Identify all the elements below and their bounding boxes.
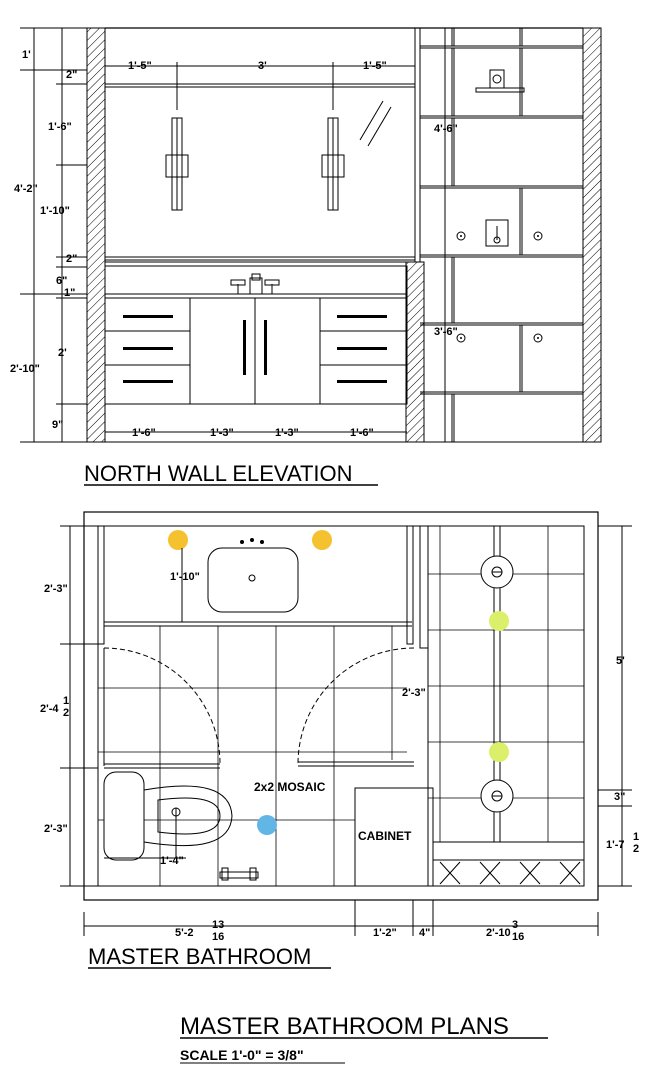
dim-fraction-den: 2 [63, 707, 69, 719]
dim-fraction-num: 1 [63, 695, 69, 707]
dim-label: 3" [614, 791, 625, 803]
ceiling-light-blue [257, 815, 277, 835]
plan-title: MASTER BATHROOM [88, 944, 311, 969]
dim-label: 1'-10" [170, 571, 200, 583]
shower [427, 526, 584, 886]
master-bathroom-plan: CABINET 2x2 MOSAIC [40, 511, 639, 969]
ceiling-light-yellow [312, 530, 332, 550]
plan-dims-left [60, 525, 98, 887]
dim-label: 4'-6" [434, 123, 458, 135]
dim-fraction-num: 13 [212, 919, 224, 931]
dim-label: 5'-2 [175, 927, 194, 939]
cabinet-label: CABINET [358, 829, 412, 843]
dim-label: 2" [66, 253, 77, 265]
dim-label: 2" [66, 69, 77, 81]
dim-fraction-num: 3 [512, 919, 518, 931]
dim-label: 1'-3" [210, 427, 234, 439]
wall-sconce-left [165, 62, 189, 211]
ceiling-light-green [489, 742, 509, 762]
vanity-cabinet [104, 297, 408, 405]
ceiling-light-yellow [168, 530, 188, 550]
plan-outer-wall [83, 511, 599, 901]
ceiling-light-green [489, 611, 509, 631]
dim-label: 1'-5" [128, 60, 152, 72]
dim-label: 5' [616, 655, 625, 667]
sheet-title-block: MASTER BATHROOM PLANS SCALE 1'-0" = 3/8" [180, 1013, 548, 1064]
north-wall-elevation: 1' 2" 1'-6" 4'-2" 1'-10" 2" 6" 1" 2' 2'-… [10, 27, 602, 486]
right-wall-hatch [582, 27, 602, 443]
cabinet [354, 787, 434, 887]
dim-fraction-den: 16 [212, 931, 224, 943]
dim-label: 1" [64, 287, 75, 299]
dim-label: 9" [52, 419, 63, 431]
dim-label: 1'-3" [275, 427, 299, 439]
partition-wall-hatch [405, 261, 425, 443]
sink [207, 538, 299, 613]
faucet [230, 273, 280, 295]
elevation-dims-left [20, 27, 87, 443]
mirror [104, 65, 416, 261]
dim-label: 1'-6" [132, 427, 156, 439]
dim-label: 3'-6" [434, 326, 458, 338]
dim-label: 3' [258, 60, 267, 72]
dim-label: 4" [419, 927, 430, 939]
dim-fraction-num: 1 [633, 831, 639, 843]
dim-label: 2'-4 [40, 703, 59, 715]
dim-label: 2' [58, 347, 67, 359]
left-wall-hatch [86, 27, 106, 443]
sheet-title: MASTER BATHROOM PLANS [180, 1013, 509, 1040]
toilet [103, 771, 233, 861]
dim-label: 1'-6" [48, 121, 72, 133]
dim-label: 1'-2" [373, 927, 397, 939]
door-swing-left [103, 647, 221, 769]
dim-label: 2'-3" [402, 687, 426, 699]
dim-fraction-den: 16 [512, 931, 524, 943]
dim-label: 2'-10" [10, 363, 40, 375]
dim-label: 1'-5" [363, 60, 387, 72]
dim-label: 1'-7 [606, 839, 625, 851]
towel-bar [219, 867, 259, 881]
dim-label: 1'-10" [40, 205, 70, 217]
dim-label: 1'-6" [350, 427, 374, 439]
dim-fraction-den: 2 [633, 843, 639, 855]
door-swing-right [297, 647, 415, 767]
plan-dims-right [598, 525, 632, 887]
dim-label: 2'-10 [486, 927, 511, 939]
dim-label: 6" [56, 275, 67, 287]
mosaic-label: 2x2 MOSAIC [254, 780, 326, 794]
dim-label: 2'-3" [44, 823, 68, 835]
dim-label: 1'-4" [160, 855, 184, 867]
plan-dims-bottom [83, 900, 599, 936]
sheet-scale: SCALE 1'-0" = 3/8" [180, 1047, 304, 1063]
wall-sconce-right [321, 62, 345, 211]
shower-tile-wall [420, 28, 583, 442]
countertop [104, 265, 408, 299]
floor-tile-grid [98, 526, 584, 886]
dim-label: 1' [22, 49, 31, 61]
elevation-title: NORTH WALL ELEVATION [84, 461, 353, 486]
dim-label: 4'-2" [14, 183, 38, 195]
dim-label: 2'-3" [44, 583, 68, 595]
